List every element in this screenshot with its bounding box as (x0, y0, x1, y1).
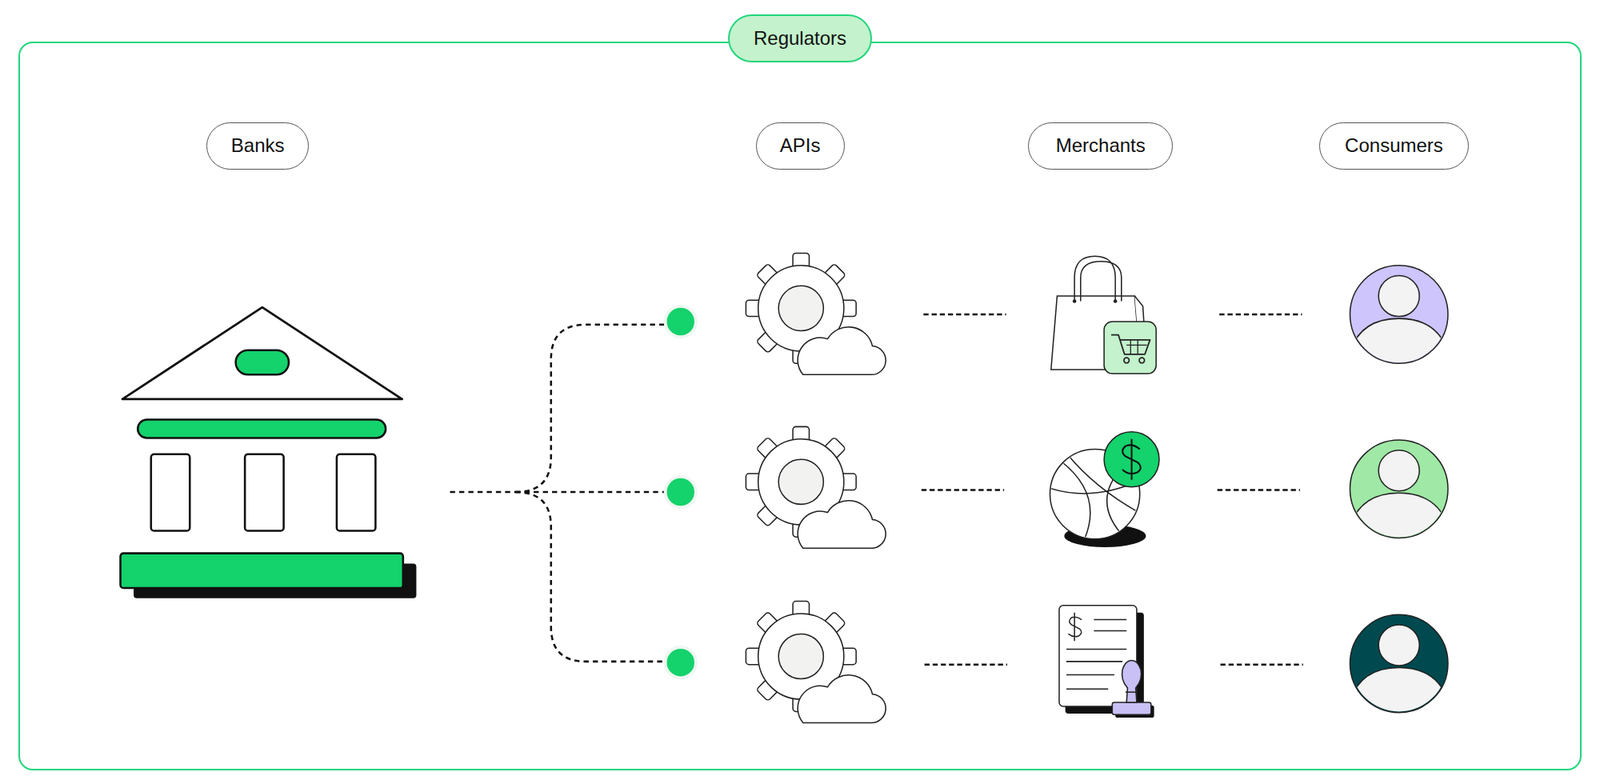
api-icon (745, 426, 886, 548)
bank-column (151, 454, 190, 532)
bank-links (450, 324, 666, 662)
consumer-avatar (1345, 440, 1452, 547)
bank-column (244, 454, 284, 532)
dollar-symbol (1122, 439, 1141, 480)
column-header: Banks (206, 122, 309, 171)
bag-rivet (1072, 299, 1077, 304)
dashed-link (923, 313, 1006, 316)
bank-roof (122, 307, 402, 400)
bag-rivet (1113, 299, 1118, 304)
consumer-avatar (1345, 265, 1452, 372)
api-dot (665, 647, 696, 678)
stamp-handle (1121, 660, 1141, 703)
api-icon (745, 252, 886, 375)
dollar-badge (1104, 432, 1160, 488)
api-dot (665, 306, 696, 337)
header-text: Banks (231, 135, 285, 156)
dashed-link (1217, 488, 1300, 492)
dollar-symbol (1068, 612, 1082, 642)
bag-handle (1080, 261, 1122, 302)
bank-column (336, 454, 376, 532)
stamp-ring (1125, 691, 1138, 693)
dashed-link (1220, 663, 1304, 666)
header-text: Merchants (1056, 135, 1146, 156)
bank-base (120, 553, 404, 588)
column-header: Consumers (1319, 122, 1470, 171)
bank-beam (137, 419, 386, 438)
bank-icon (120, 307, 417, 599)
dashed-link (924, 663, 1008, 666)
bank-roof-badge (236, 350, 289, 376)
cart-badge (1104, 321, 1156, 374)
document (1059, 605, 1137, 707)
dashed-link (515, 491, 666, 494)
dashed-link (515, 492, 666, 662)
dashed-link (1219, 313, 1302, 316)
column-header: Merchants (1028, 122, 1173, 171)
dashed-link (450, 491, 516, 494)
api-dot (665, 476, 696, 508)
header-text: Consumers (1344, 135, 1444, 156)
shopping-bag-icon (1051, 256, 1156, 374)
invoice-icon (1059, 605, 1155, 718)
dashed-link (921, 488, 1004, 492)
basketball-icon (1048, 432, 1160, 548)
regulator-frame: RegulatorsBanksAPIsMerchantsConsumers (18, 41, 1582, 771)
cart-wheel (1139, 357, 1145, 364)
cart-grid (1126, 340, 1148, 355)
dashed-link (515, 324, 666, 492)
cart-wheel (1124, 357, 1130, 364)
header-text: APIs (780, 135, 821, 156)
document-lines (1066, 620, 1127, 690)
cart-symbol (1111, 335, 1150, 355)
consumer-avatar (1345, 614, 1452, 721)
stamp-base (1112, 702, 1151, 715)
api-icon (745, 601, 886, 724)
regulator-heading: Regulators (728, 14, 872, 63)
column-header: APIs (756, 122, 845, 171)
